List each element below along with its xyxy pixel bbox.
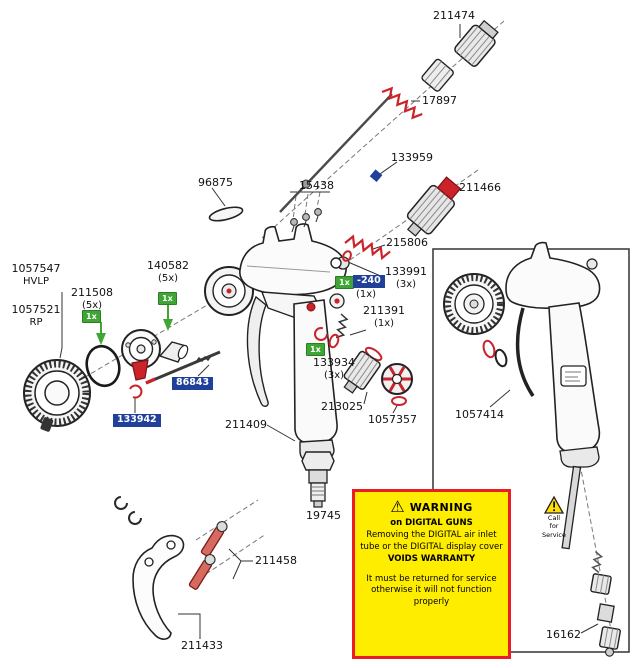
digital-adapter-211466: [406, 176, 462, 237]
blue-label-133942: 133942: [113, 414, 161, 427]
warning-line: Removing the DIGITAL air inlet: [366, 529, 497, 540]
gun-body-front: [204, 223, 350, 462]
air-distribution-ring-96875: [208, 206, 244, 222]
trigger-211433: [132, 534, 185, 640]
warning-box: ⚠ WARNING on DIGITAL GUNS Removing the D…: [352, 489, 511, 659]
screws-15438: [290, 208, 322, 233]
part-label-133959: 133959: [391, 151, 433, 164]
part-label-211508: 211508(5x): [71, 286, 113, 311]
warning-line: It must be returned for service: [366, 573, 497, 584]
needle-rod-133959: [279, 93, 393, 213]
part-label-15438: 15438: [299, 179, 334, 192]
part-label-133934: 133934(3x): [313, 356, 355, 381]
part-label-16162: 16162: [546, 628, 581, 641]
valve-parts-240: [330, 250, 352, 269]
c-clip-133934: [314, 327, 328, 341]
fluid-tip-133942: [129, 359, 149, 399]
air-cap-140582: [121, 329, 161, 369]
spring-211391: [335, 313, 349, 339]
warning-triangle-icon: ⚠: [390, 497, 405, 516]
warning-line: VOIDS WARRANTY: [387, 553, 476, 564]
inlet-parts-16162: [590, 551, 621, 657]
o-ring-red: [328, 333, 340, 349]
part-label-133991: 133991: [385, 265, 427, 278]
o-ring-211508: [85, 344, 121, 388]
trigger-pins-211458: [188, 520, 228, 590]
qty-badge-240: 1x: [335, 276, 354, 289]
qty-badge-133934: 1x: [306, 343, 325, 356]
air-inlet-fitting-19745: [301, 451, 335, 508]
knurled-parts-211474: [421, 19, 499, 92]
part-qty-240: (1x): [356, 289, 377, 300]
qty-badge-211508: 1x: [82, 310, 101, 323]
fluid-nozzle: [158, 341, 189, 363]
air-inlet-tube: [561, 465, 582, 550]
part-label-96875: 96875: [198, 176, 233, 189]
gun-side-view-1057414: [443, 241, 601, 468]
blue-label-240: -240: [353, 275, 385, 288]
air-cap-ring-hvlp: [23, 359, 91, 432]
part-label-211391: 211391(1x): [363, 304, 405, 329]
spring-215806: [344, 234, 391, 261]
paint-needle-86843: [145, 350, 221, 385]
part-label-211474: 211474: [433, 9, 475, 22]
service-triangle-icon: [543, 495, 565, 514]
part-qty-133991: (3x): [396, 279, 417, 290]
knob-1057357: [381, 363, 413, 406]
part-label-17897: 17897: [422, 94, 457, 107]
part-label-213025: 213025: [321, 400, 363, 413]
valve-213025: [343, 346, 383, 394]
part-label-1057357: 1057357: [368, 413, 417, 426]
service-panel-border: [432, 248, 630, 653]
spring-17897: [381, 86, 423, 120]
warning-title: WARNING: [409, 500, 473, 514]
qty-badge-140582: 1x: [158, 292, 177, 305]
warning-line: otherwise it will not function: [371, 585, 492, 596]
part-label-19745: 19745: [306, 509, 341, 522]
blue-label-86843: 86843: [172, 377, 214, 390]
part-label-211409: 211409: [225, 418, 267, 431]
part-label-1057414: 1057414: [455, 408, 504, 421]
part-label-211458: 211458: [255, 554, 297, 567]
part-label-140582: 140582(5x): [147, 259, 189, 284]
warning-line: tube or the DIGITAL display cover: [360, 541, 503, 552]
warning-line: properly: [413, 597, 450, 608]
warning-line: on DIGITAL GUNS: [390, 518, 473, 528]
part-label-211433: 211433: [181, 639, 223, 652]
retaining-clips: [114, 496, 142, 525]
part-label-215806: 215806: [386, 236, 428, 249]
part-label-211466: 211466: [459, 181, 501, 194]
call-for-service-note: Call for Service: [541, 514, 567, 539]
